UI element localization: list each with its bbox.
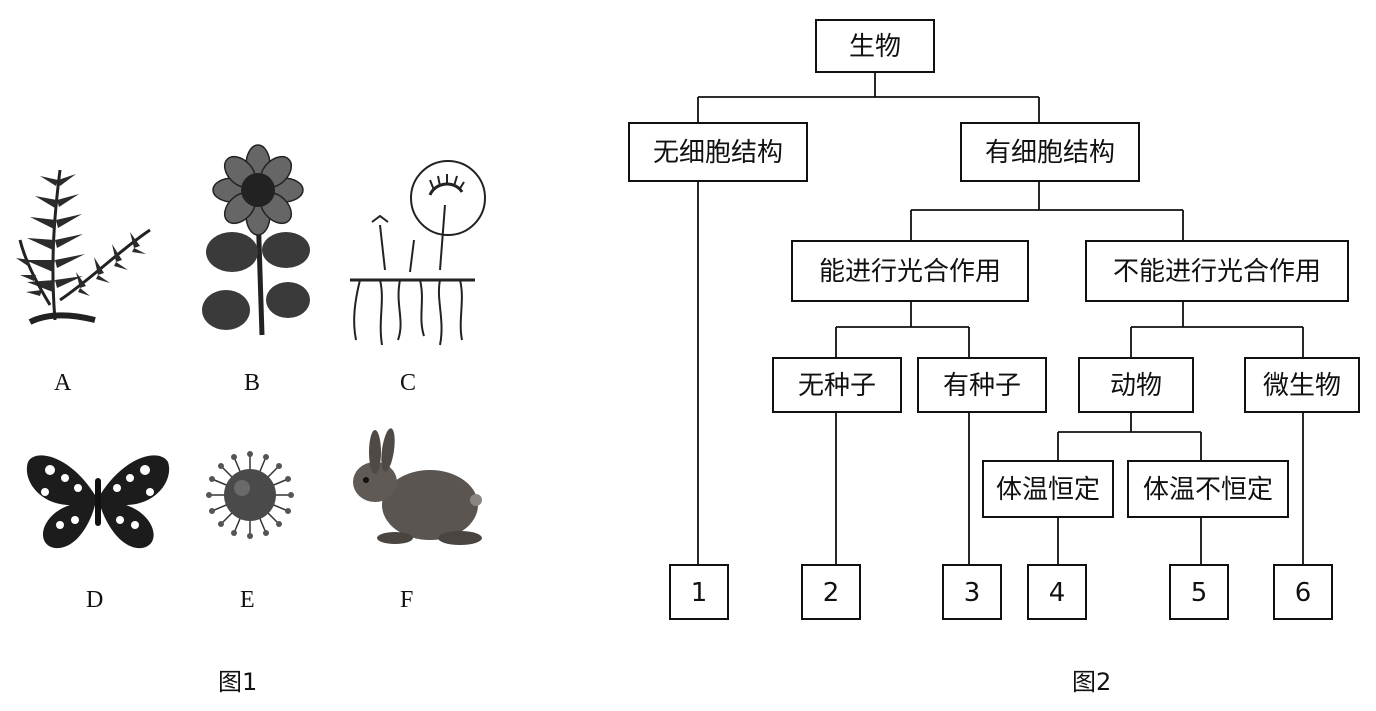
svg-text:6: 6 <box>1295 578 1312 608</box>
svg-text:有种子: 有种子 <box>943 371 1021 401</box>
organism-label-b: B <box>244 370 260 396</box>
leaf-6: 6 <box>1274 565 1332 619</box>
svg-text:3: 3 <box>964 578 981 608</box>
node-cold-blooded: 体温不恒定 <box>1128 461 1288 517</box>
fern-icon <box>16 170 150 322</box>
organism-label-d: D <box>86 587 103 613</box>
sunflower-icon <box>202 145 310 335</box>
butterfly-icon <box>27 455 169 548</box>
node-seed: 有种子 <box>918 358 1046 412</box>
node-animal: 动物 <box>1079 358 1193 412</box>
svg-text:微生物: 微生物 <box>1263 371 1341 401</box>
organism-label-f: F <box>400 587 413 613</box>
svg-text:无细胞结构: 无细胞结构 <box>653 138 783 168</box>
node-no-seed: 无种子 <box>773 358 901 412</box>
node-no-photosynthesis: 不能进行光合作用 <box>1086 241 1348 301</box>
svg-text:动物: 动物 <box>1110 371 1162 401</box>
node-root: 生物 <box>816 20 934 72</box>
node-cell-structure: 有细胞结构 <box>961 123 1139 181</box>
svg-text:1: 1 <box>691 578 708 608</box>
organism-label-a: A <box>54 370 72 396</box>
organism-label-c: C <box>400 370 416 396</box>
leaf-4: 4 <box>1028 565 1086 619</box>
rabbit-icon <box>353 427 482 545</box>
svg-text:无种子: 无种子 <box>798 371 876 401</box>
node-photosynthesis: 能进行光合作用 <box>792 241 1028 301</box>
figure1-caption: 图1 <box>218 668 257 696</box>
svg-text:能进行光合作用: 能进行光合作用 <box>819 257 1001 287</box>
svg-text:生物: 生物 <box>849 32 901 62</box>
svg-text:不能进行光合作用: 不能进行光合作用 <box>1113 257 1321 287</box>
svg-text:体温恒定: 体温恒定 <box>996 475 1100 505</box>
leaf-3: 3 <box>943 565 1001 619</box>
node-microbe: 微生物 <box>1245 358 1359 412</box>
svg-text:4: 4 <box>1049 578 1066 608</box>
leaf-5: 5 <box>1170 565 1228 619</box>
mold-icon <box>350 161 485 345</box>
svg-text:5: 5 <box>1191 578 1208 608</box>
organism-label-e: E <box>240 587 255 613</box>
figure2-caption: 图2 <box>1072 668 1111 696</box>
svg-text:体温不恒定: 体温不恒定 <box>1143 475 1273 505</box>
svg-text:2: 2 <box>823 578 840 608</box>
leaf-2: 2 <box>802 565 860 619</box>
svg-text:有细胞结构: 有细胞结构 <box>985 138 1115 168</box>
leaf-1: 1 <box>670 565 728 619</box>
node-no-cell-structure: 无细胞结构 <box>629 123 807 181</box>
virus-icon <box>206 451 294 539</box>
node-warm-blooded: 体温恒定 <box>983 461 1113 517</box>
